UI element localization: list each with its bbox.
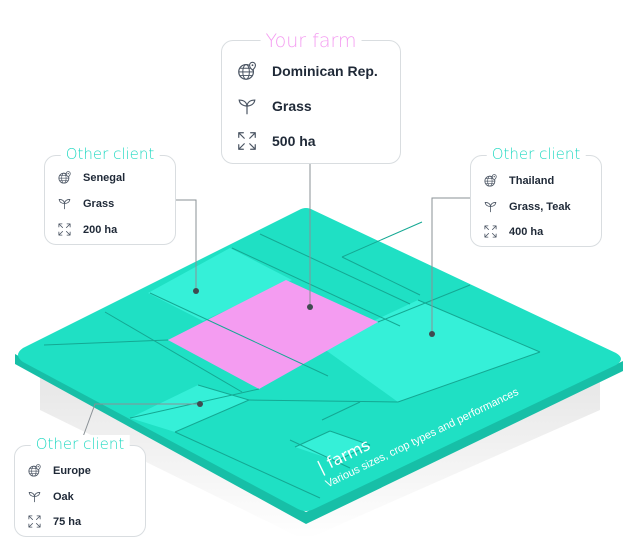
plot-back-left xyxy=(148,248,292,321)
expand-arrows-icon xyxy=(236,130,258,152)
plot-center-right xyxy=(320,300,540,402)
location-row: Thailand xyxy=(483,173,554,188)
crop-text: Grass xyxy=(83,197,115,210)
crop-text: Grass, Teak xyxy=(509,200,571,213)
area-text: 500 ha xyxy=(272,133,316,149)
other-client-card-right: Other client Thailand Grass, Teak 400 ha xyxy=(470,145,602,247)
sprout-icon xyxy=(483,199,498,214)
area-row: 500 ha xyxy=(236,130,316,152)
area-text: 400 ha xyxy=(509,225,544,238)
globe-location-icon xyxy=(236,60,258,82)
location-row: Europe xyxy=(27,463,91,478)
other-client-card-left: Other client Senegal Grass 200 ha xyxy=(44,145,176,245)
globe-location-icon xyxy=(27,463,42,478)
globe-location-icon xyxy=(57,170,72,185)
your-farm-card: Your farm Dominican Rep. Grass 500 ha xyxy=(221,30,401,164)
expand-arrows-icon xyxy=(57,222,72,237)
crop-row: Grass, Teak xyxy=(483,199,571,214)
location-row: Dominican Rep. xyxy=(236,60,378,82)
crop-row: Grass xyxy=(236,95,312,117)
expand-arrows-icon xyxy=(483,224,498,239)
other-client-card-bottom: Other client Europe Oak 75 ha xyxy=(14,435,146,537)
your-farm-plot xyxy=(168,280,378,389)
sprout-icon xyxy=(57,196,72,211)
sprout-icon xyxy=(236,95,258,117)
location-text: Europe xyxy=(53,464,91,477)
area-row: 400 ha xyxy=(483,224,543,239)
leader-lines xyxy=(79,164,470,446)
globe-location-icon xyxy=(483,173,498,188)
sprout-icon xyxy=(27,489,42,504)
other-client-title: Other client xyxy=(60,145,160,163)
leader-dots xyxy=(193,288,435,407)
location-text: Thailand xyxy=(509,174,555,187)
board-shadow xyxy=(40,370,600,540)
area-row: 200 ha xyxy=(57,222,117,237)
location-text: Dominican Rep. xyxy=(272,63,378,79)
location-row: Senegal xyxy=(57,170,125,185)
area-text: 200 ha xyxy=(83,223,118,236)
expand-arrows-icon xyxy=(27,514,42,529)
other-client-title: Other client xyxy=(486,145,586,163)
other-client-title: Other client xyxy=(30,435,130,453)
crop-text: Oak xyxy=(53,490,74,503)
area-text: 75 ha xyxy=(53,515,82,528)
crop-row: Grass xyxy=(57,196,114,211)
crop-row: Oak xyxy=(27,489,74,504)
crop-text: Grass xyxy=(272,98,312,114)
your-farm-title: Your farm xyxy=(260,30,362,52)
area-row: 75 ha xyxy=(27,514,81,529)
location-text: Senegal xyxy=(83,171,126,184)
plot-front-left xyxy=(130,385,249,432)
